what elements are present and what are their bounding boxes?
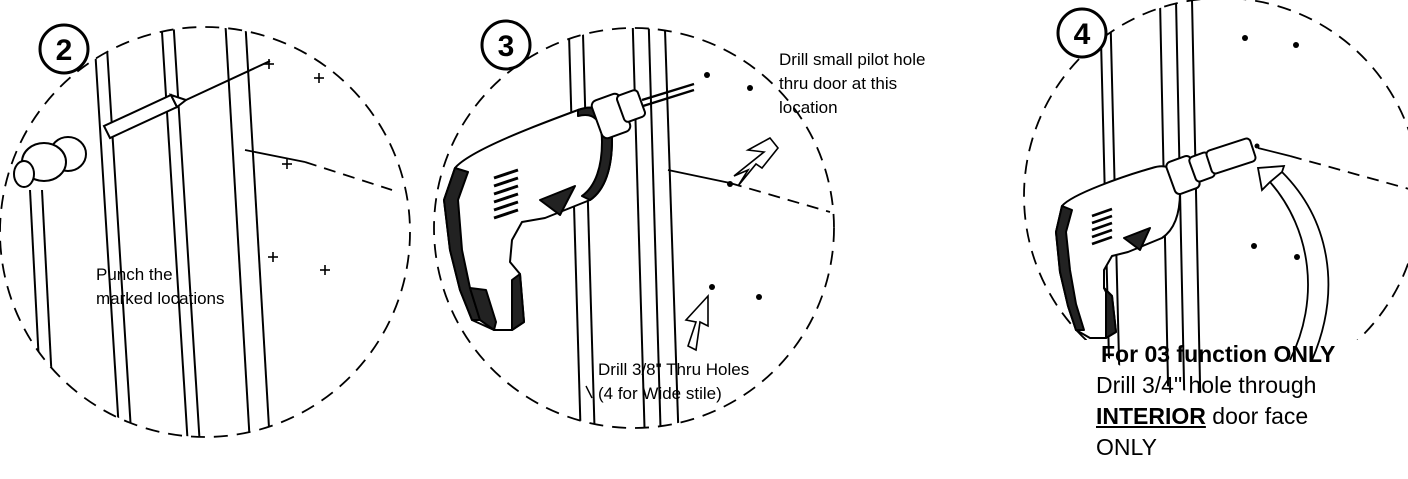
step3-badge xyxy=(480,19,532,71)
step2-punch-marks xyxy=(264,59,330,275)
step3-detail-circle xyxy=(433,27,835,429)
step4-badge xyxy=(1056,7,1108,59)
step2-badge xyxy=(38,23,90,75)
step3-pilot-line3: location xyxy=(779,98,838,117)
step4-number: 4 xyxy=(1074,18,1091,51)
step3-pilot-line2: thru door at this xyxy=(779,74,898,93)
step3-number: 3 xyxy=(498,30,515,63)
step3-dashed-guide xyxy=(667,169,831,213)
drill-icon xyxy=(1055,137,1257,339)
step2-caption-line1: Punch the xyxy=(96,265,173,284)
drill-icon xyxy=(443,82,695,331)
step2-number: 2 xyxy=(56,34,73,67)
step2-caption: Punch the marked locations xyxy=(96,263,225,311)
step4-panel: 4 xyxy=(1023,0,1408,479)
step3-pilot-line1: Drill small pilot hole xyxy=(779,50,926,69)
step3-pilot-arrow xyxy=(733,136,780,187)
step2-caption-line2: marked locations xyxy=(96,289,225,308)
step4-line3: ONLY xyxy=(1096,434,1157,460)
step3-panel: 3 xyxy=(433,19,835,429)
step3-hole-marks xyxy=(704,72,762,300)
step4-note: For 03 function ONLY Drill 3/4" hole thr… xyxy=(1096,339,1336,463)
step4-line2: INTERIOR door face xyxy=(1096,401,1335,432)
step3-thru-line2: (4 for Wide stile) xyxy=(598,384,722,403)
step3-thru-line1: Drill 3/8" Thru Holes xyxy=(598,360,750,379)
step3-door-edge xyxy=(567,28,681,428)
step4-curved-arrow xyxy=(1256,164,1330,361)
step3-thru-note: Drill 3/8" Thru Holes (4 for Wide stile) xyxy=(598,358,749,406)
step2-detail-circle xyxy=(0,26,411,438)
step3-thru-arrow xyxy=(684,293,709,352)
step3-leader-line xyxy=(585,385,593,399)
step4-line2-rest: door face xyxy=(1205,403,1309,429)
step4-emphasis: INTERIOR xyxy=(1096,403,1206,429)
punch-icon xyxy=(102,60,271,140)
step3-pilot-note: Drill small pilot hole thru door at this… xyxy=(779,48,925,120)
step2-panel: 2 xyxy=(0,23,411,438)
step4-heading: For 03 function ONLY xyxy=(1101,341,1336,367)
knob-icon xyxy=(13,136,87,188)
drill-vent-icon xyxy=(493,168,519,220)
step4-hole-marks xyxy=(1242,35,1300,260)
step4-dashed-guide xyxy=(1257,147,1408,193)
step4-line1: Drill 3/4" hole through xyxy=(1096,372,1317,398)
drill-vent-icon xyxy=(1091,207,1113,246)
step2-dashed-guide xyxy=(244,149,393,191)
